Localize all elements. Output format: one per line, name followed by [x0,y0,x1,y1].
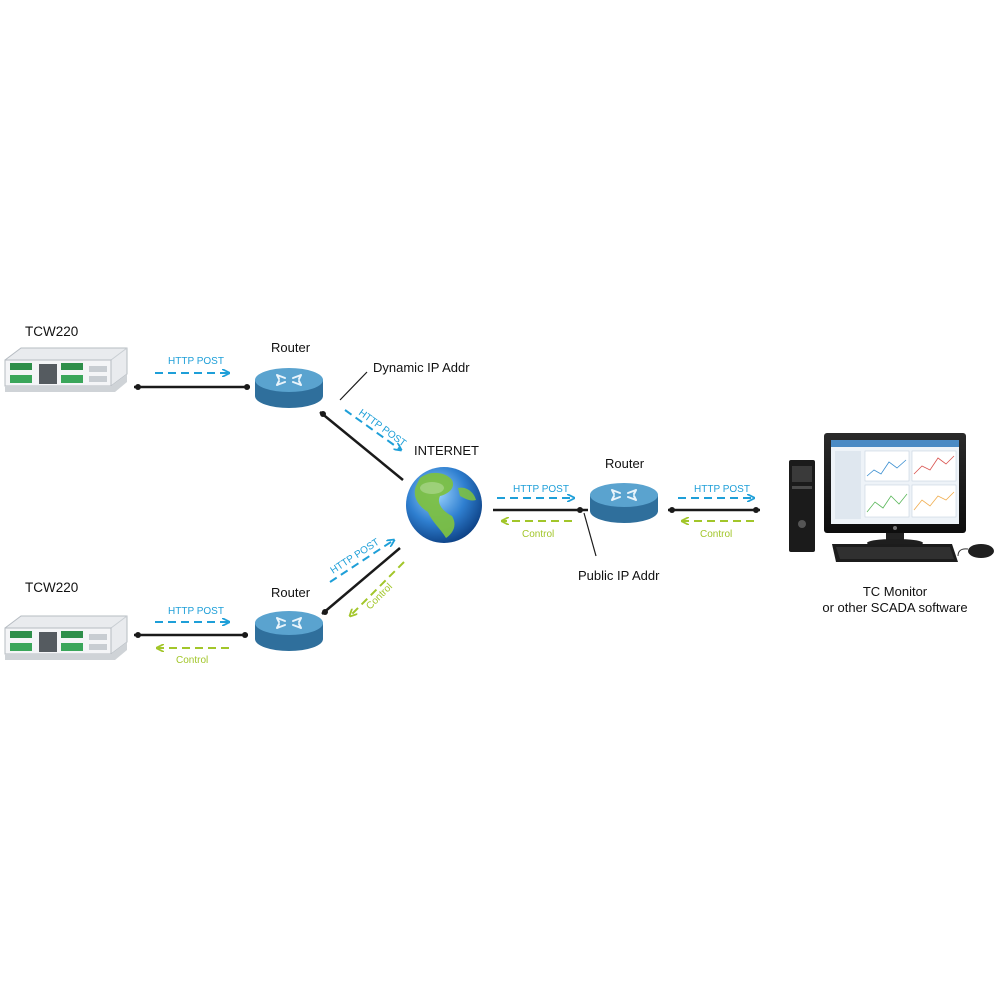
flow-control-label: Control [176,655,208,666]
dynamic-ip-annotation: Dynamic IP Addr [373,360,470,375]
flow-control-label: Control [700,529,732,540]
flow-control-label: Control [522,529,554,540]
internet-label: INTERNET [414,443,479,458]
top-device-icon [4,347,128,393]
link-endpoint [577,507,583,513]
link-endpoint [244,384,250,390]
router-right-label: Router [605,456,645,471]
router-bottom-label: Router [271,585,311,600]
link-endpoint [322,609,328,615]
public-ip-annotation: Public IP Addr [578,568,660,583]
link-endpoint [669,507,675,513]
computer-label-line1: TC Monitor [863,584,928,599]
flow-http-post-label: HTTP POST [356,408,408,450]
bottom-device-label: TCW220 [25,580,78,595]
public-ip-pointer [583,512,597,557]
flow-http-post-label: HTTP POST [168,356,224,367]
link-endpoint [242,632,248,638]
globe-icon [406,467,482,543]
flow-http-post-arrow [344,409,401,450]
flow-http-post-label: HTTP POST [513,484,569,495]
computer-label-line2: or other SCADA software [822,600,967,615]
flow-control-label: Control [364,582,395,613]
router-top-icon [254,367,324,409]
router-bottom-icon [254,610,324,652]
link-router-top-internet [319,411,404,481]
bottom-device-icon [4,615,128,661]
top-device-label: TCW220 [25,324,78,339]
flow-control-arrow [350,561,405,616]
router-top-label: Router [271,340,311,355]
flow-http-post-label: HTTP POST [694,484,750,495]
desktop-computer-icon [789,433,994,562]
router-right-icon [589,482,659,524]
link-endpoint [320,411,326,417]
link-endpoint [135,384,141,390]
link-endpoint [135,632,141,638]
link-router-bottom-internet [321,547,401,615]
link-endpoint [753,507,759,513]
flow-http-post-label: HTTP POST [168,606,224,617]
dynamic-ip-pointer [339,371,368,401]
